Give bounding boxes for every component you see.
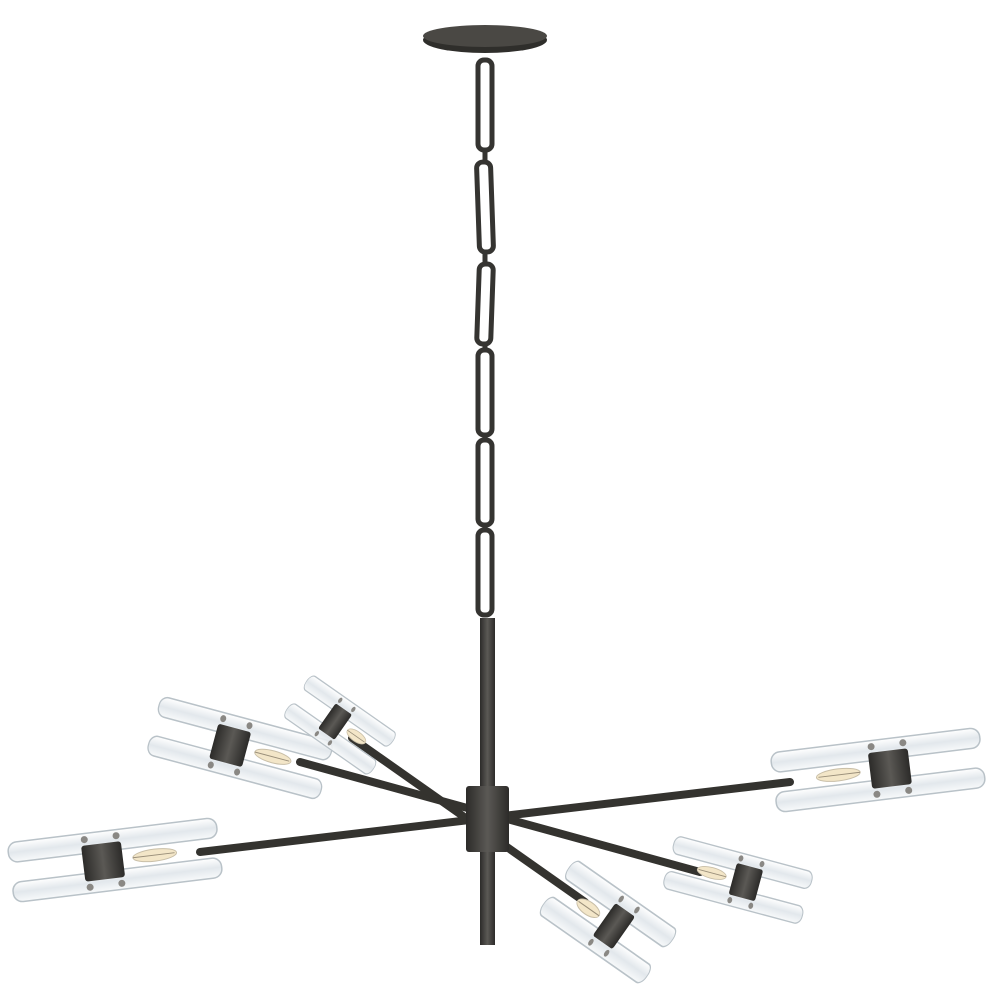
light-lower-right — [661, 834, 815, 926]
light-bottom-middle — [536, 858, 680, 986]
light-left — [6, 816, 224, 904]
light-right — [769, 726, 987, 814]
center-stem — [480, 618, 495, 945]
chain — [474, 57, 496, 618]
center-hub — [466, 786, 509, 852]
ceiling-canopy — [423, 25, 547, 53]
